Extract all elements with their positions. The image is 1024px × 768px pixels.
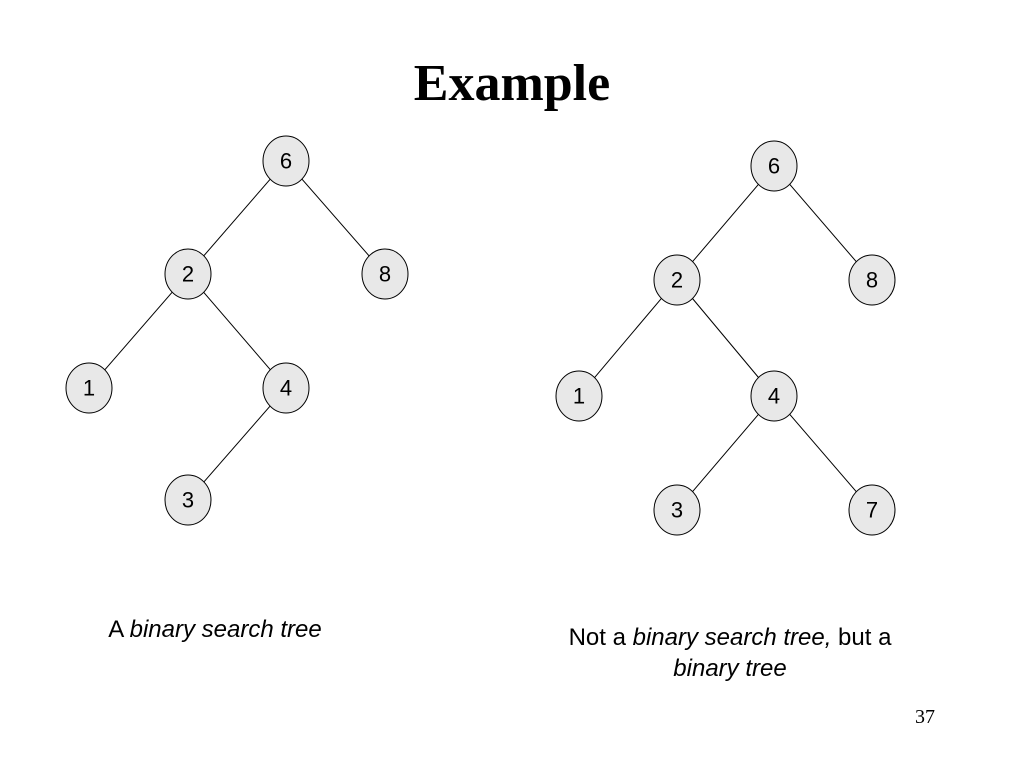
node-circle bbox=[750, 370, 798, 422]
node-circle bbox=[262, 362, 310, 414]
tree-node: 1 bbox=[555, 370, 603, 422]
tree-edge bbox=[203, 405, 271, 483]
tree-node: 3 bbox=[164, 474, 212, 526]
node-label: 8 bbox=[379, 262, 391, 287]
tree-edge bbox=[789, 183, 857, 263]
caption-suffix: but a bbox=[831, 624, 892, 651]
tree-node: 8 bbox=[361, 248, 409, 300]
node-circle bbox=[750, 140, 798, 192]
tree-edge bbox=[104, 291, 173, 371]
tree-edge bbox=[692, 184, 759, 262]
tree-edge bbox=[203, 178, 271, 257]
caption-italic-term: binary search tree bbox=[129, 616, 322, 643]
node-circle bbox=[555, 370, 603, 422]
node-label: 6 bbox=[280, 149, 292, 174]
caption-binary-tree: Not a binary search tree, but a binary tr… bbox=[520, 622, 940, 684]
tree-node: 8 bbox=[848, 254, 896, 306]
node-label: 4 bbox=[280, 376, 292, 401]
node-label: 3 bbox=[671, 498, 683, 523]
caption-prefix: A bbox=[108, 616, 130, 643]
node-circle bbox=[361, 248, 409, 300]
node-circle bbox=[164, 248, 212, 300]
node-label: 1 bbox=[573, 384, 585, 409]
node-label: 7 bbox=[866, 498, 878, 523]
node-label: 6 bbox=[768, 154, 780, 179]
caption-prefix: Not a bbox=[568, 624, 633, 651]
tree-node: 4 bbox=[262, 362, 310, 414]
tree-node: 3 bbox=[653, 484, 701, 536]
node-label: 3 bbox=[182, 488, 194, 513]
node-circle bbox=[653, 254, 701, 306]
tree-node: 2 bbox=[653, 254, 701, 306]
tree-edge bbox=[301, 178, 370, 257]
node-label: 2 bbox=[182, 262, 194, 287]
caption-italic-term: binary search tree, bbox=[632, 624, 832, 651]
tree-node: 6 bbox=[750, 140, 798, 192]
node-label: 8 bbox=[866, 268, 878, 293]
node-circle bbox=[848, 484, 896, 536]
tree-edge bbox=[692, 298, 759, 378]
node-circle bbox=[848, 254, 896, 306]
tree-node: 6 bbox=[262, 135, 310, 187]
tree-edge bbox=[692, 414, 759, 492]
tree-edge bbox=[789, 413, 857, 493]
node-circle bbox=[164, 474, 212, 526]
node-circle bbox=[653, 484, 701, 536]
node-label: 2 bbox=[671, 268, 683, 293]
node-label: 4 bbox=[768, 384, 780, 409]
tree-edge bbox=[594, 298, 662, 378]
node-circle bbox=[65, 362, 113, 414]
slide-title: Example bbox=[413, 55, 611, 112]
node-circle bbox=[262, 135, 310, 187]
tree-node: 4 bbox=[750, 370, 798, 422]
tree-node: 2 bbox=[164, 248, 212, 300]
page-number: 37 bbox=[915, 706, 935, 728]
caption-italic-line2: binary tree bbox=[673, 655, 787, 682]
tree-edge bbox=[203, 291, 271, 371]
node-label: 1 bbox=[83, 376, 95, 401]
caption-binary-search-tree: A binary search tree bbox=[60, 614, 370, 645]
tree-node: 1 bbox=[65, 362, 113, 414]
tree-node: 7 bbox=[848, 484, 896, 536]
